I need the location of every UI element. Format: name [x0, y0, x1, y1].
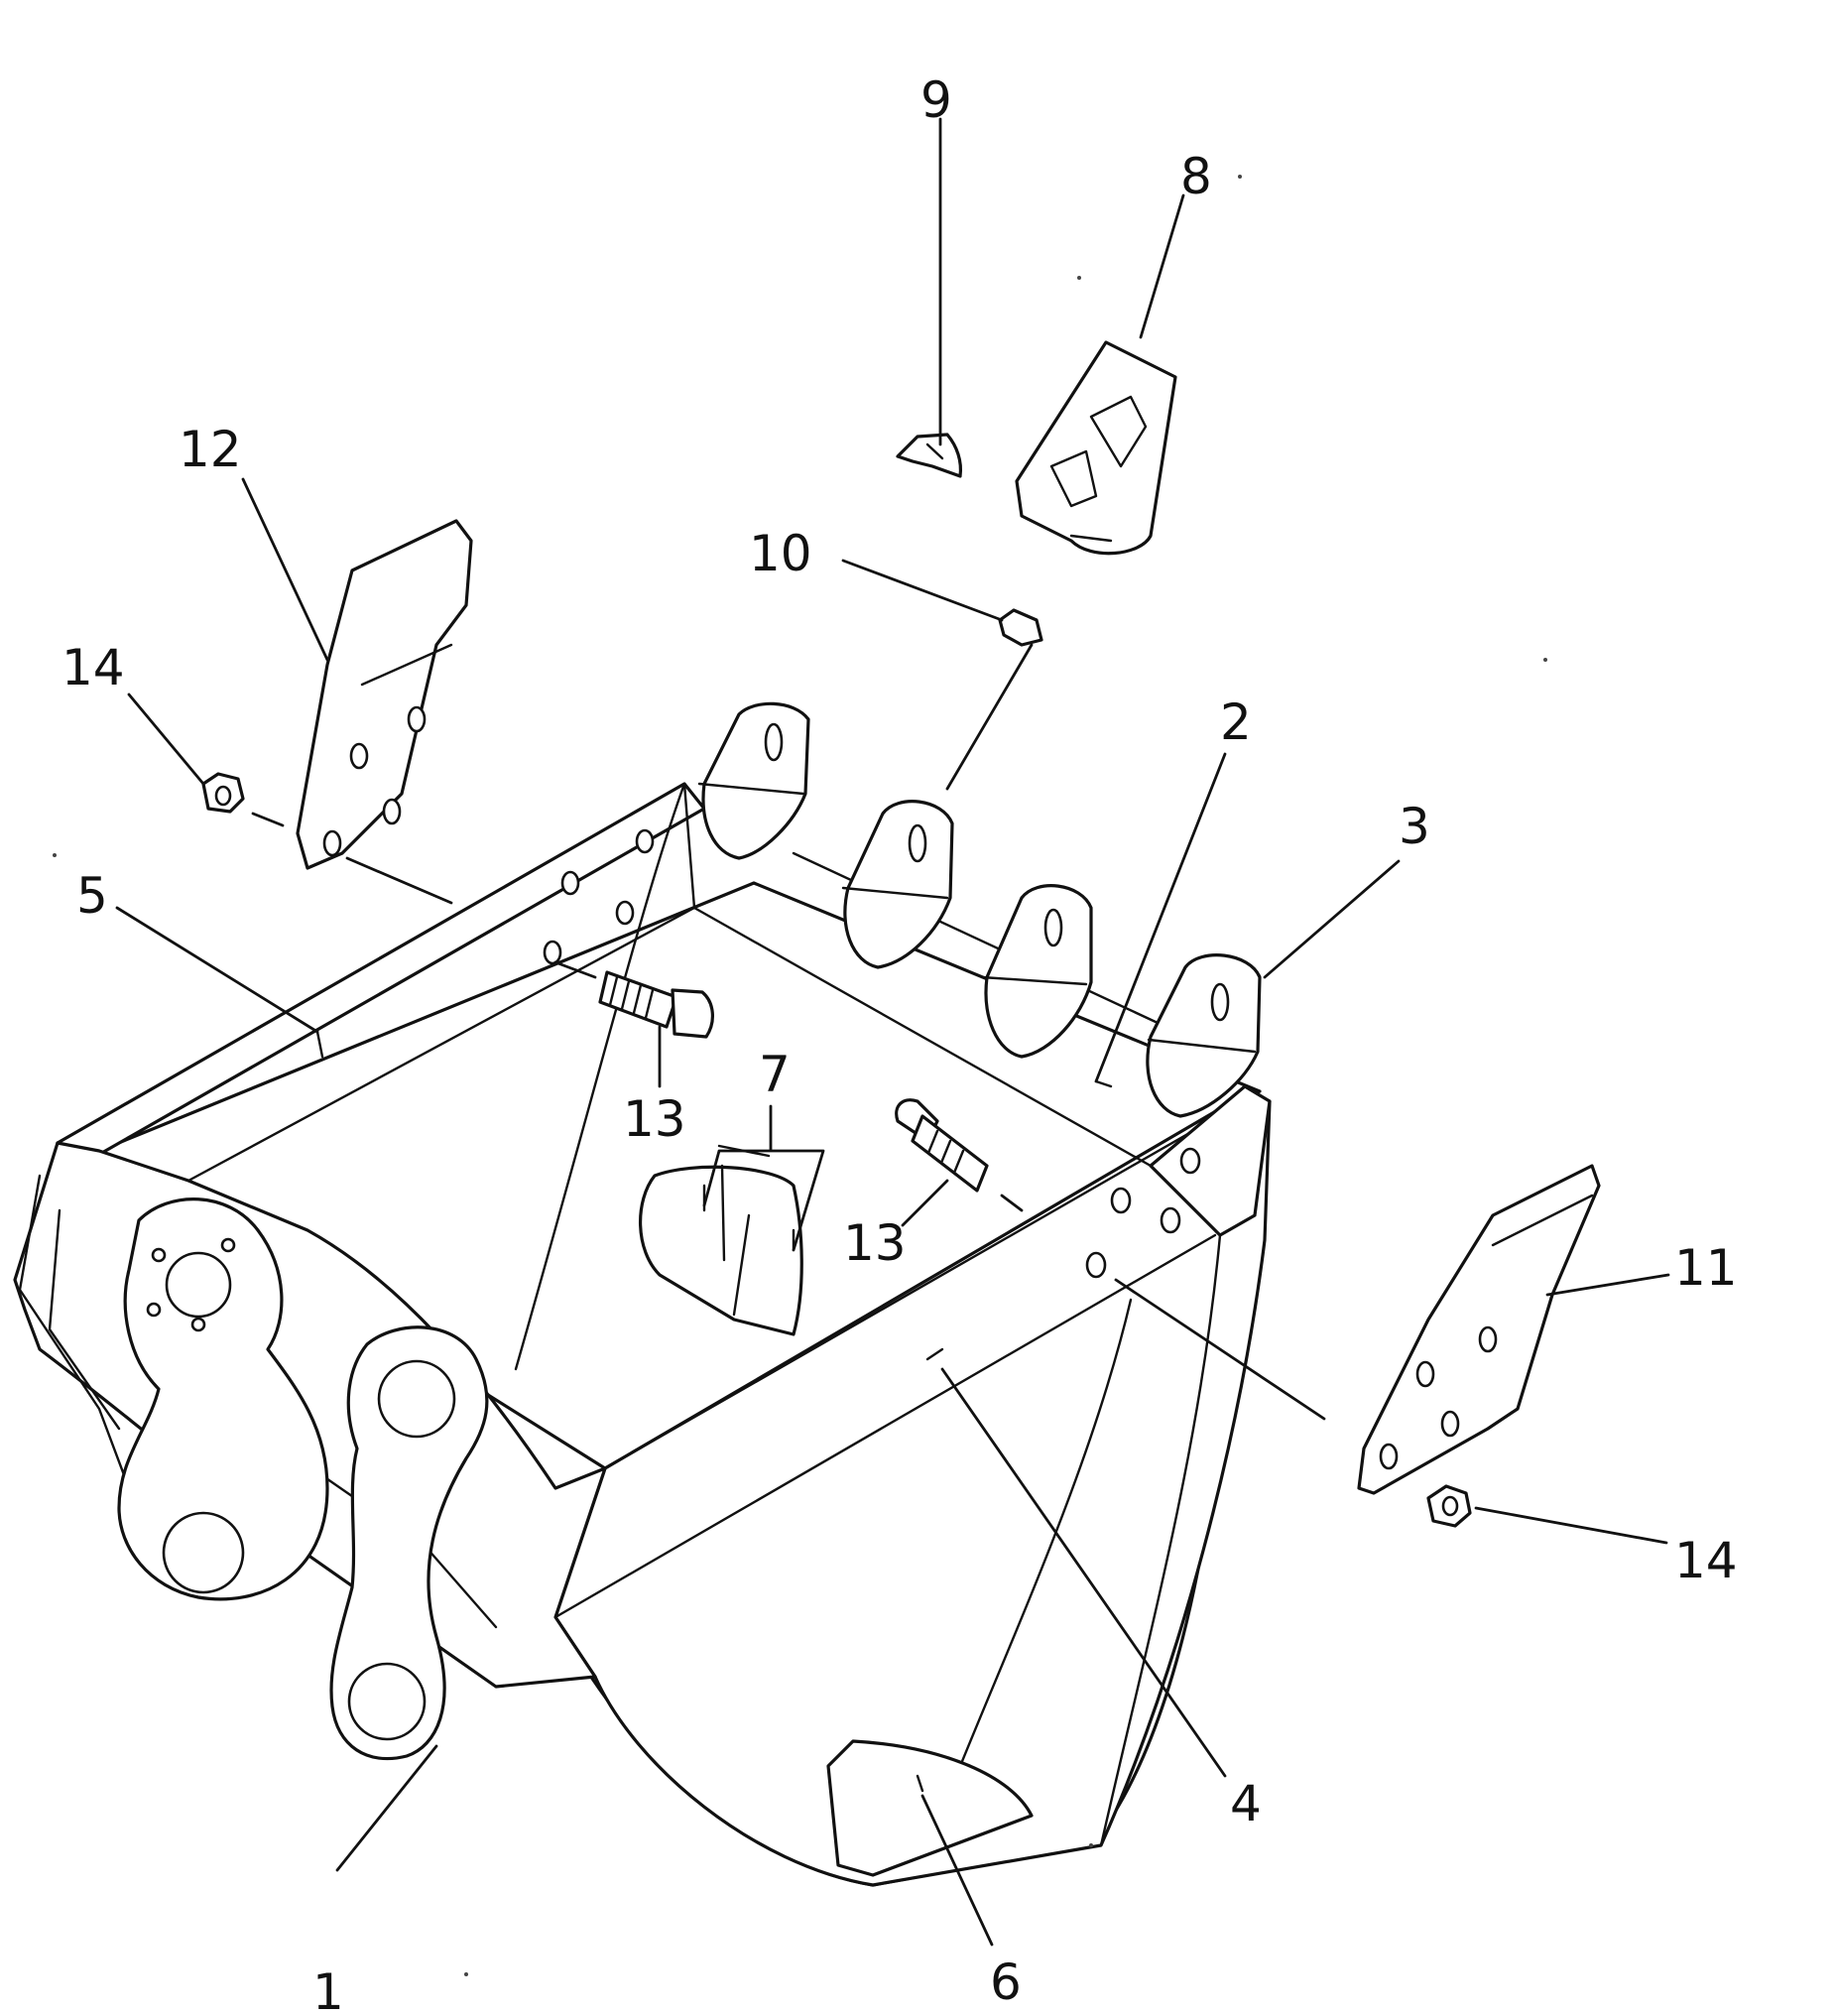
- pin-bore: [377, 1359, 456, 1439]
- callout-10: 10: [749, 525, 812, 582]
- pin-bore: [162, 1511, 245, 1594]
- lock-pin: [896, 433, 963, 478]
- callout-5: 5: [76, 867, 108, 925]
- callout-9: 9: [920, 71, 952, 129]
- leader-12: [241, 477, 329, 662]
- side-cutter-right: [1357, 1164, 1601, 1495]
- callout-13a: 13: [623, 1090, 686, 1148]
- center-wear-plate: [638, 1144, 803, 1336]
- callout-6: 6: [990, 1953, 1022, 2011]
- leader-4: [940, 1367, 1227, 1778]
- callout-14b: 14: [1674, 1532, 1738, 1589]
- callout-8: 8: [1180, 148, 1212, 205]
- nut: [201, 772, 245, 814]
- leader-3: [1263, 859, 1401, 979]
- scan-specks: [53, 175, 1547, 1976]
- tooth-adapter: [841, 800, 954, 969]
- tooth-adapter: [980, 884, 1093, 1059]
- left-plate-holes: [543, 828, 655, 965]
- callout-14a: 14: [61, 639, 125, 696]
- assembly-line: [251, 812, 285, 827]
- right-plate-holes: [1085, 1147, 1201, 1279]
- leader-6: [920, 1794, 994, 1947]
- assembly-line: [1000, 1194, 1024, 1212]
- pin-bore: [165, 1251, 232, 1319]
- callout-11: 11: [1674, 1239, 1738, 1297]
- tooth-adapters: [697, 701, 1262, 1118]
- assembly-line: [553, 960, 597, 979]
- leader-2: [1094, 752, 1227, 1083]
- pin-bore: [347, 1662, 427, 1741]
- callout-13b: 13: [843, 1214, 907, 1272]
- callout-2: 2: [1220, 693, 1252, 751]
- callout-4: 4: [1230, 1775, 1262, 1832]
- leader-11: [1545, 1273, 1670, 1297]
- callout-12: 12: [179, 421, 242, 478]
- assembly-line: [1114, 1278, 1326, 1421]
- assembly-line: [345, 856, 453, 905]
- leader-7: [702, 1104, 825, 1252]
- callout-1: 1: [312, 1963, 344, 2016]
- tooth-adapter: [1146, 953, 1262, 1118]
- leader-13b: [901, 1179, 949, 1227]
- leader-10: [841, 559, 1004, 622]
- callout-3: 3: [1399, 798, 1430, 855]
- tooth-adapter: [697, 701, 810, 860]
- leader-lines: [115, 117, 1670, 1947]
- nut: [1426, 1484, 1472, 1528]
- leader-1: [335, 1744, 438, 1872]
- leader-14a: [127, 693, 205, 786]
- leader-14b: [1474, 1506, 1668, 1545]
- bolt: [598, 970, 714, 1039]
- side-cutter-left: [296, 519, 473, 870]
- callout-7: 7: [759, 1046, 791, 1103]
- callout-labels: 1 2 3 4 5 6 7 8 9 10 11 12 13 13 14 14: [61, 71, 1738, 2016]
- tooth-point: [1015, 340, 1177, 556]
- hinge-bracket-left: [117, 1197, 329, 1601]
- bolt: [895, 1098, 989, 1193]
- leader-8: [1139, 193, 1185, 339]
- assembly-line: [945, 643, 1034, 791]
- rubber-lock: [998, 608, 1043, 647]
- hinge-bracket-right: [329, 1325, 489, 1761]
- leader-5: [115, 906, 319, 1034]
